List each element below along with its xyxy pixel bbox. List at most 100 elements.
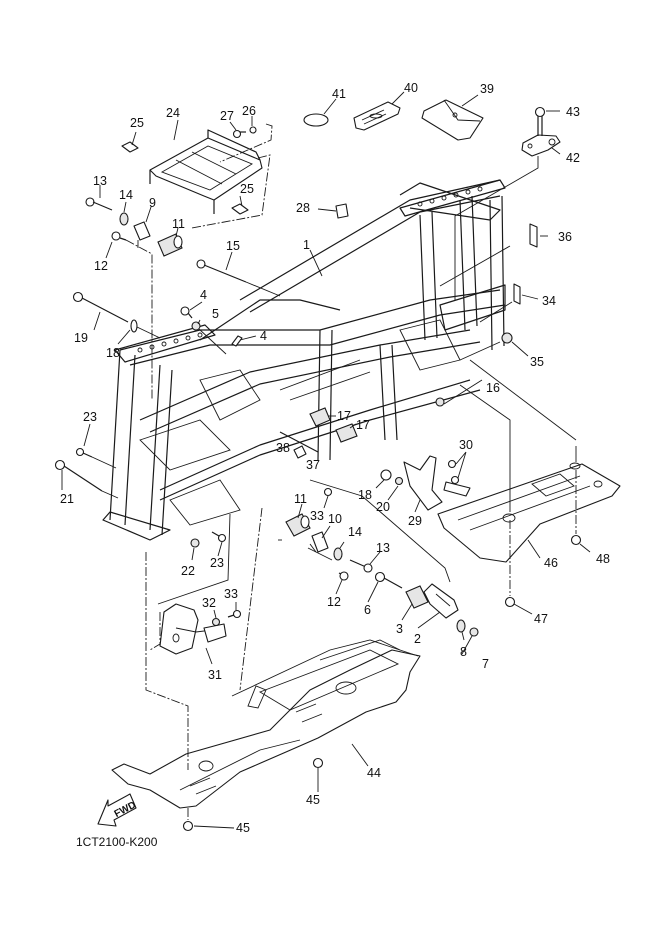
document-pouch-part: [421, 99, 484, 141]
bolt-4-part: [180, 306, 243, 347]
collar-18-part: [130, 319, 161, 339]
callout-13-mid: 13: [376, 541, 390, 555]
callout-36: 36: [558, 230, 572, 244]
bolt-43-part: [534, 106, 546, 136]
bracket-2-part: [423, 583, 459, 619]
callout-19: 19: [74, 331, 88, 345]
callout-7: 7: [482, 657, 489, 671]
callout-6: 6: [364, 603, 371, 617]
callout-35: 35: [530, 355, 544, 369]
callout-17-lower: 17: [356, 418, 370, 432]
protector-44-part: [111, 639, 421, 809]
bracket-10-part: [309, 531, 329, 553]
callout-1: 1: [303, 238, 310, 252]
bolt-33-part: [323, 487, 333, 497]
bracket-9-part: [133, 221, 151, 248]
nut-26-part: [249, 126, 257, 134]
callout-25-bottom: 25: [240, 182, 254, 196]
callout-37: 37: [306, 458, 320, 472]
washer-5-part: [191, 321, 227, 355]
bolt-21-part: [54, 459, 119, 499]
callout-45-bottom: 45: [236, 821, 250, 835]
tool-holder-part: [353, 101, 401, 131]
callout-12-mid: 12: [327, 595, 341, 609]
grommet-35-part: [501, 332, 513, 344]
label-36-part: [529, 223, 538, 248]
callout-41: 41: [332, 87, 346, 101]
bolt-47-part: [504, 520, 516, 608]
nut-plate-part: [121, 141, 249, 215]
nut-16-part: [435, 397, 445, 407]
damper-11b-part: [285, 513, 311, 537]
damper-17-part: [309, 407, 358, 443]
callout-38: 38: [276, 441, 290, 455]
callout-33-mid: 33: [310, 509, 324, 523]
diagram-part-code: 1CT2100-K200: [76, 835, 158, 849]
callout-29: 29: [408, 514, 422, 528]
damper-11-part: [157, 233, 183, 257]
callout-30: 30: [459, 438, 473, 452]
callout-8: 8: [460, 645, 467, 659]
callout-14-mid: 14: [348, 525, 362, 539]
callout-42: 42: [566, 151, 580, 165]
callout-18-mid: 18: [358, 488, 372, 502]
bolt-30-part: [443, 459, 471, 497]
protector-46-part: [437, 462, 621, 563]
collar-14b-part: [333, 547, 343, 561]
callout-21: 21: [60, 492, 74, 506]
clip-38-band-37-part: [279, 431, 319, 459]
callout-20: 20: [376, 500, 390, 514]
callout-43: 43: [566, 105, 580, 119]
nut-20-part: [394, 476, 404, 486]
bolt-13b-part: [349, 559, 373, 573]
bolt-12b-part: [338, 571, 349, 581]
bolt-6-part: [374, 571, 403, 589]
callout-46: 46: [544, 556, 558, 570]
callout-14-top: 14: [119, 188, 133, 202]
callout-48: 48: [596, 552, 610, 566]
callout-32: 32: [202, 596, 216, 610]
washer-32-part: [211, 617, 221, 627]
bolt-13-part: [85, 197, 113, 211]
main-frame-part: [102, 179, 506, 541]
stay-29-part: [403, 455, 443, 511]
nut-22-part: [190, 538, 200, 548]
o-ring-part: [303, 113, 329, 127]
cover-31-part: [159, 603, 227, 655]
callout-4-right: 4: [260, 329, 267, 343]
bracket-42-part: [521, 134, 561, 157]
label-34-part: [513, 283, 521, 305]
bolt-45-part: [182, 757, 324, 832]
callout-5: 5: [212, 307, 219, 321]
frame-holes: [137, 186, 483, 353]
callout-47: 47: [534, 612, 548, 626]
callout-4-top: 4: [200, 288, 207, 302]
bolt-19-part: [72, 291, 129, 323]
callout-26: 26: [242, 104, 256, 118]
callout-34: 34: [542, 294, 556, 308]
callout-39: 39: [480, 82, 494, 96]
callout-13-top: 13: [93, 174, 107, 188]
callout-10: 10: [328, 512, 342, 526]
callout-15: 15: [226, 239, 240, 253]
callout-40: 40: [404, 81, 418, 95]
callout-45-mid: 45: [306, 793, 320, 807]
callout-17-upper: 17: [337, 409, 351, 423]
collar-8-part: [456, 619, 466, 633]
callout-12-top: 12: [94, 259, 108, 273]
callout-11-mid: 11: [294, 492, 307, 506]
bolt-33b-part: [227, 609, 242, 619]
bolt-23-part: [75, 447, 227, 543]
battery-bracket-part: [149, 129, 263, 214]
bolt-15-part: [196, 259, 281, 297]
callout-3: 3: [396, 622, 403, 636]
damper-3-part: [405, 585, 429, 609]
callout-18-left: 18: [106, 346, 120, 360]
callout-16: 16: [486, 381, 500, 395]
callout-leaders: [61, 91, 591, 829]
bolt-12-part: [111, 231, 127, 241]
nut-7-part: [469, 627, 479, 637]
callout-28: 28: [296, 201, 310, 215]
collar-14-part: [119, 212, 129, 226]
callout-33-lower: 33: [224, 587, 238, 601]
